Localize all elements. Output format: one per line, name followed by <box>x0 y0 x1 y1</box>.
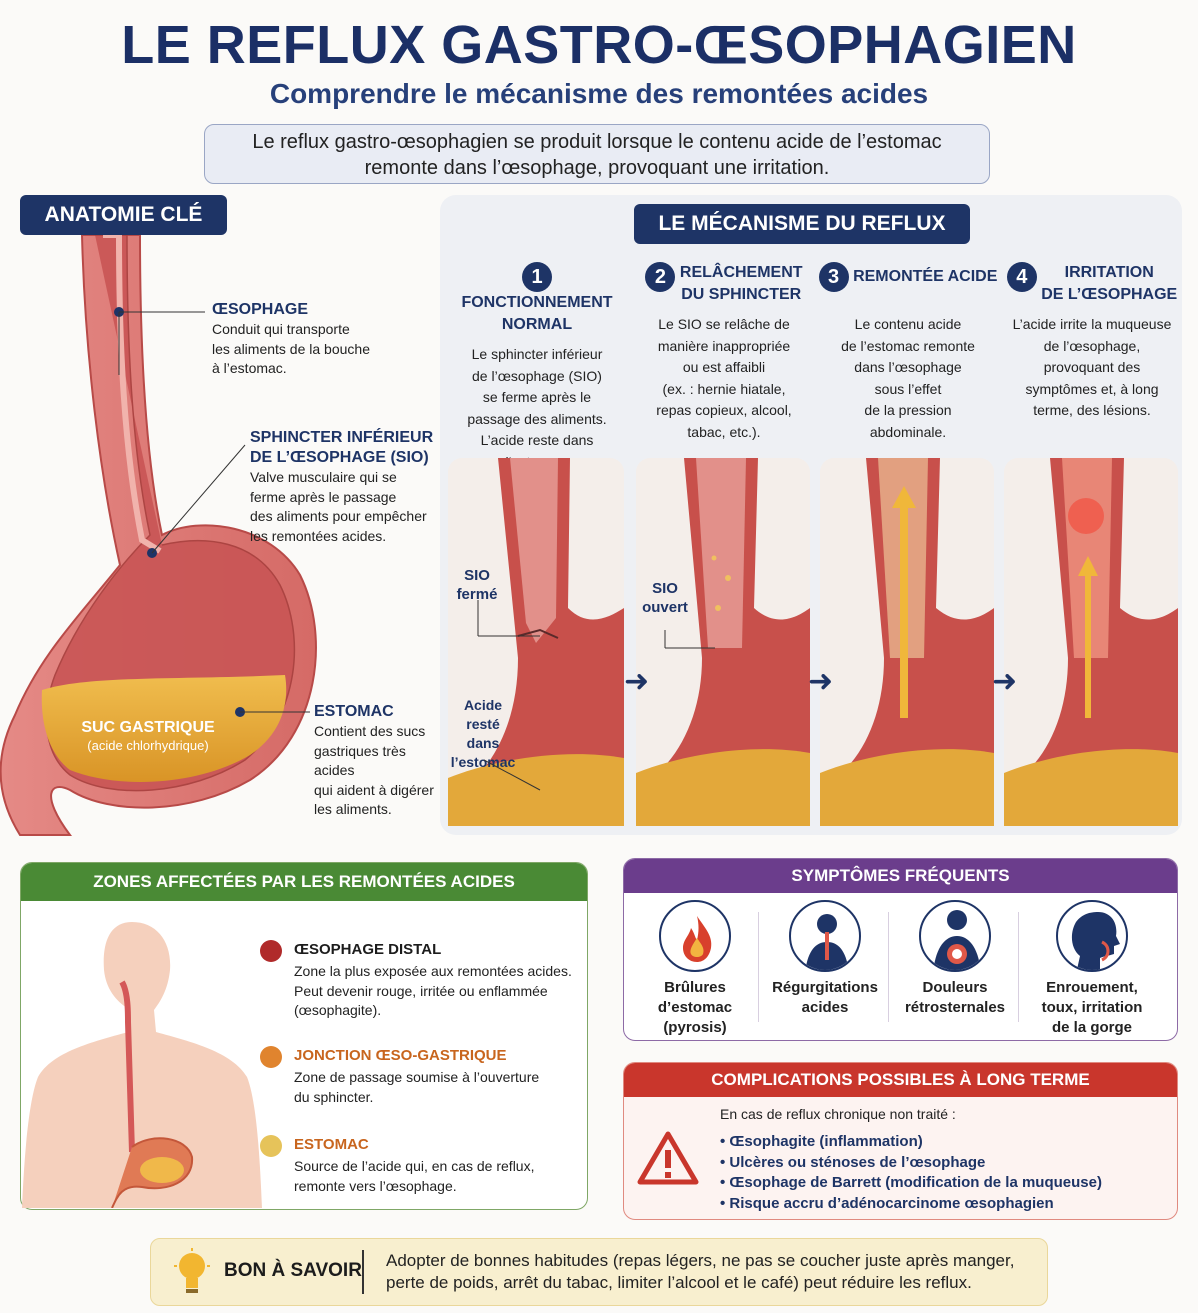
intro-line-2: remonte dans l’œsophage, provoquant une … <box>364 157 830 179</box>
divider <box>1018 912 1019 1022</box>
anatomy-tag: ANATOMIE CLÉ <box>20 195 227 235</box>
suc-title: SUC GASTRIQUE <box>81 719 215 736</box>
step-number: 1 <box>522 262 552 292</box>
step-number: 4 <box>1006 262 1037 292</box>
tip-label: BON À SAVOIR <box>224 1260 362 1281</box>
step-3-illustration <box>820 458 994 826</box>
body-silhouette <box>22 922 262 1208</box>
step-title: REMONTÉE ACIDE <box>853 268 998 285</box>
tip-box <box>150 1238 1048 1306</box>
label-sio: SPHINCTER INFÉRIEUR DE L’ŒSOPHAGE (SIO) … <box>250 429 434 544</box>
arrow-right-icon: ➜ <box>992 665 1018 698</box>
lightbulb-icon <box>174 1248 210 1293</box>
flame-icon <box>659 900 731 972</box>
zone-title-2: JONCTION ŒSO-GASTRIQUE <box>294 1047 507 1064</box>
warning-icon <box>637 1131 699 1185</box>
complications-header: COMPLICATIONS POSSIBLES À LONG TERME <box>624 1063 1177 1097</box>
step-1-illustration <box>448 458 624 826</box>
mechanism-tag: LE MÉCANISME DU REFLUX <box>634 204 970 244</box>
complications-card: COMPLICATIONS POSSIBLES À LONG TERME <box>623 1062 1178 1220</box>
zone-item-3: ESTOMAC Source de l’acide qui, en cas de… <box>260 1133 580 1196</box>
list-item: • Œsophage de Barrett (modification de l… <box>720 1174 1102 1191</box>
step-2-illustration <box>636 458 810 826</box>
page-subtitle: Comprendre le mécanisme des remontées ac… <box>269 78 929 109</box>
tip-divider <box>362 1250 364 1294</box>
pointer-lines <box>477 600 715 791</box>
stomach-illustration: SUC GASTRIQUE (acide chlorhydrique) <box>0 235 317 836</box>
symptoms-header: SYMPTÔMES FRÉQUENTS <box>624 859 1177 893</box>
regurgitation-icon <box>789 900 861 972</box>
zone-dot-1 <box>260 940 282 962</box>
tip-text: Adopter de bonnes habitudes (repas léger… <box>386 1251 1015 1292</box>
divider <box>758 912 759 1022</box>
zones-header: ZONES AFFECTÉES PAR LES REMONTÉES ACIDES <box>21 863 587 901</box>
zone-item-2: JONCTION ŒSO-GASTRIQUE Zone de passage s… <box>260 1044 580 1107</box>
intro-line-1: Le reflux gastro-œsophagien se produit l… <box>252 131 942 153</box>
complications-intro: En cas de reflux chronique non traité : <box>720 1106 956 1122</box>
zone-dot-3 <box>260 1135 282 1157</box>
list-item: • Risque accru d’adénocarcinome œsophagi… <box>720 1194 1054 1212</box>
zone-dot-2 <box>260 1046 282 1068</box>
page-title: LE REFLUX GASTRO-ŒSOPHAGIEN <box>121 15 1077 75</box>
label-oesophage: ŒSOPHAGE Conduit qui transporte les alim… <box>212 301 370 376</box>
arrow-right-icon: ➜ <box>808 665 834 698</box>
chest-pain-icon <box>919 900 991 972</box>
zone-title-3: ESTOMAC <box>294 1136 369 1153</box>
arrow-right-icon: ➜ <box>624 665 650 698</box>
step-number: 3 <box>818 262 849 292</box>
intro-box: Le reflux gastro-œsophagien se produit l… <box>204 124 990 184</box>
list-item: • Œsophagite (inflammation) <box>720 1133 923 1150</box>
zone-item-1: ŒSOPHAGE DISTAL Zone la plus exposée aux… <box>260 938 580 1021</box>
complications-list: • Œsophagite (inflammation) • Ulcères ou… <box>720 1132 1102 1214</box>
step-number: 2 <box>645 262 676 292</box>
throat-icon <box>1056 900 1128 972</box>
step-4-illustration <box>1004 458 1178 826</box>
label-estomac: ESTOMAC Contient des sucs gastriques trè… <box>314 703 434 817</box>
zone-title-1: ŒSOPHAGE DISTAL <box>294 941 442 958</box>
divider <box>888 912 889 1022</box>
suc-subtitle: (acide chlorhydrique) <box>87 738 208 753</box>
list-item: • Ulcères ou sténoses de l’œsophage <box>720 1153 986 1171</box>
